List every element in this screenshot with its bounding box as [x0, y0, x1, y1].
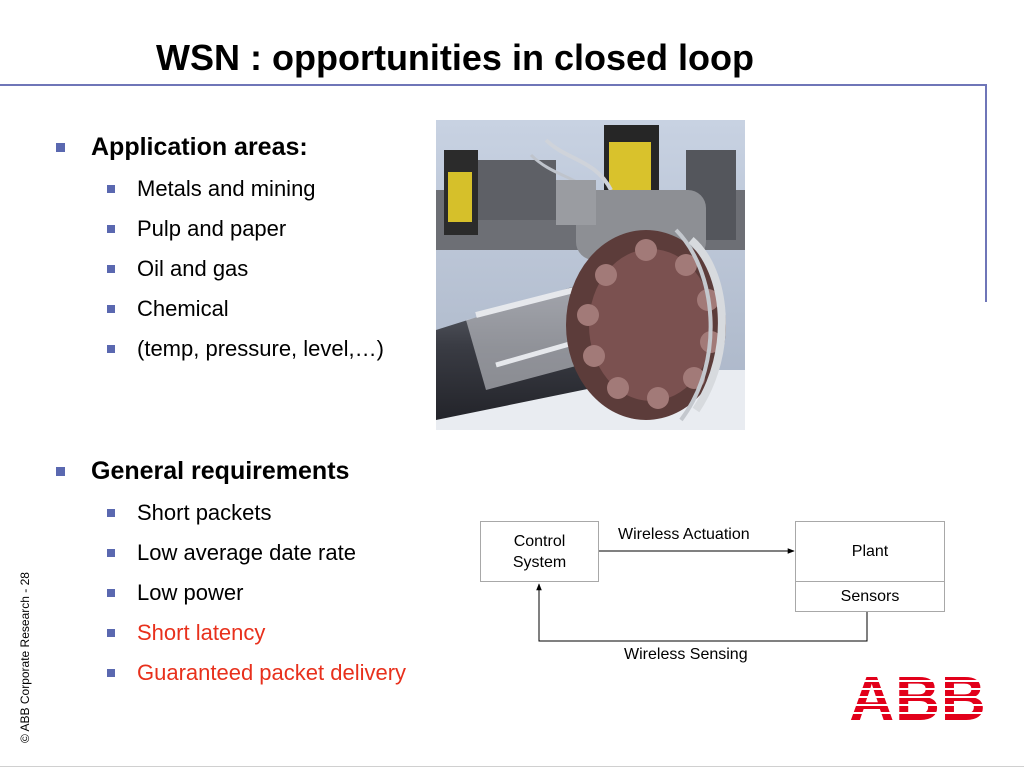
- list-item-highlight: Guaranteed packet delivery: [107, 660, 406, 686]
- list-item: Oil and gas: [107, 256, 248, 282]
- list-item: Pulp and paper: [107, 216, 286, 242]
- list-item-highlight: Short latency: [107, 620, 265, 646]
- closed-loop-diagram: Control System Plant Sensors Wireless Ac…: [470, 510, 960, 675]
- square-bullet-icon: [107, 629, 115, 637]
- application-areas-heading: Application areas:: [56, 133, 308, 162]
- right-edge-rule: [985, 84, 987, 302]
- abb-logo: ABB: [849, 665, 987, 734]
- industrial-valve-photo: [436, 120, 745, 430]
- square-bullet-icon: [107, 549, 115, 557]
- title-underline: [0, 84, 987, 86]
- slide-title: WSN : opportunities in closed loop: [156, 37, 754, 78]
- bottom-divider: [0, 766, 1024, 767]
- square-bullet-icon: [107, 305, 115, 313]
- square-bullet-icon: [107, 185, 115, 193]
- square-bullet-icon: [56, 467, 65, 476]
- list-item: Chemical: [107, 296, 229, 322]
- list-item: Metals and mining: [107, 176, 316, 202]
- square-bullet-icon: [107, 589, 115, 597]
- square-bullet-icon: [107, 509, 115, 517]
- square-bullet-icon: [56, 143, 65, 152]
- square-bullet-icon: [107, 669, 115, 677]
- control-system-box: Control System: [480, 521, 599, 582]
- list-item: Low power: [107, 580, 243, 606]
- list-item: (temp, pressure, level,…): [107, 336, 384, 362]
- list-item: Short packets: [107, 500, 272, 526]
- abb-logo-text: ABB: [850, 666, 987, 722]
- sensors-box: Sensors: [795, 581, 945, 612]
- square-bullet-icon: [107, 265, 115, 273]
- list-item: Low average date rate: [107, 540, 356, 566]
- wireless-sensing-label: Wireless Sensing: [624, 646, 748, 663]
- sensing-arrow: [536, 583, 868, 642]
- square-bullet-icon: [107, 225, 115, 233]
- wireless-actuation-label: Wireless Actuation: [618, 526, 750, 543]
- plant-box: Plant: [795, 521, 945, 582]
- general-requirements-heading: General requirements: [56, 457, 349, 486]
- footer-copyright: © ABB Corporate Research - 28: [18, 572, 32, 743]
- square-bullet-icon: [107, 345, 115, 353]
